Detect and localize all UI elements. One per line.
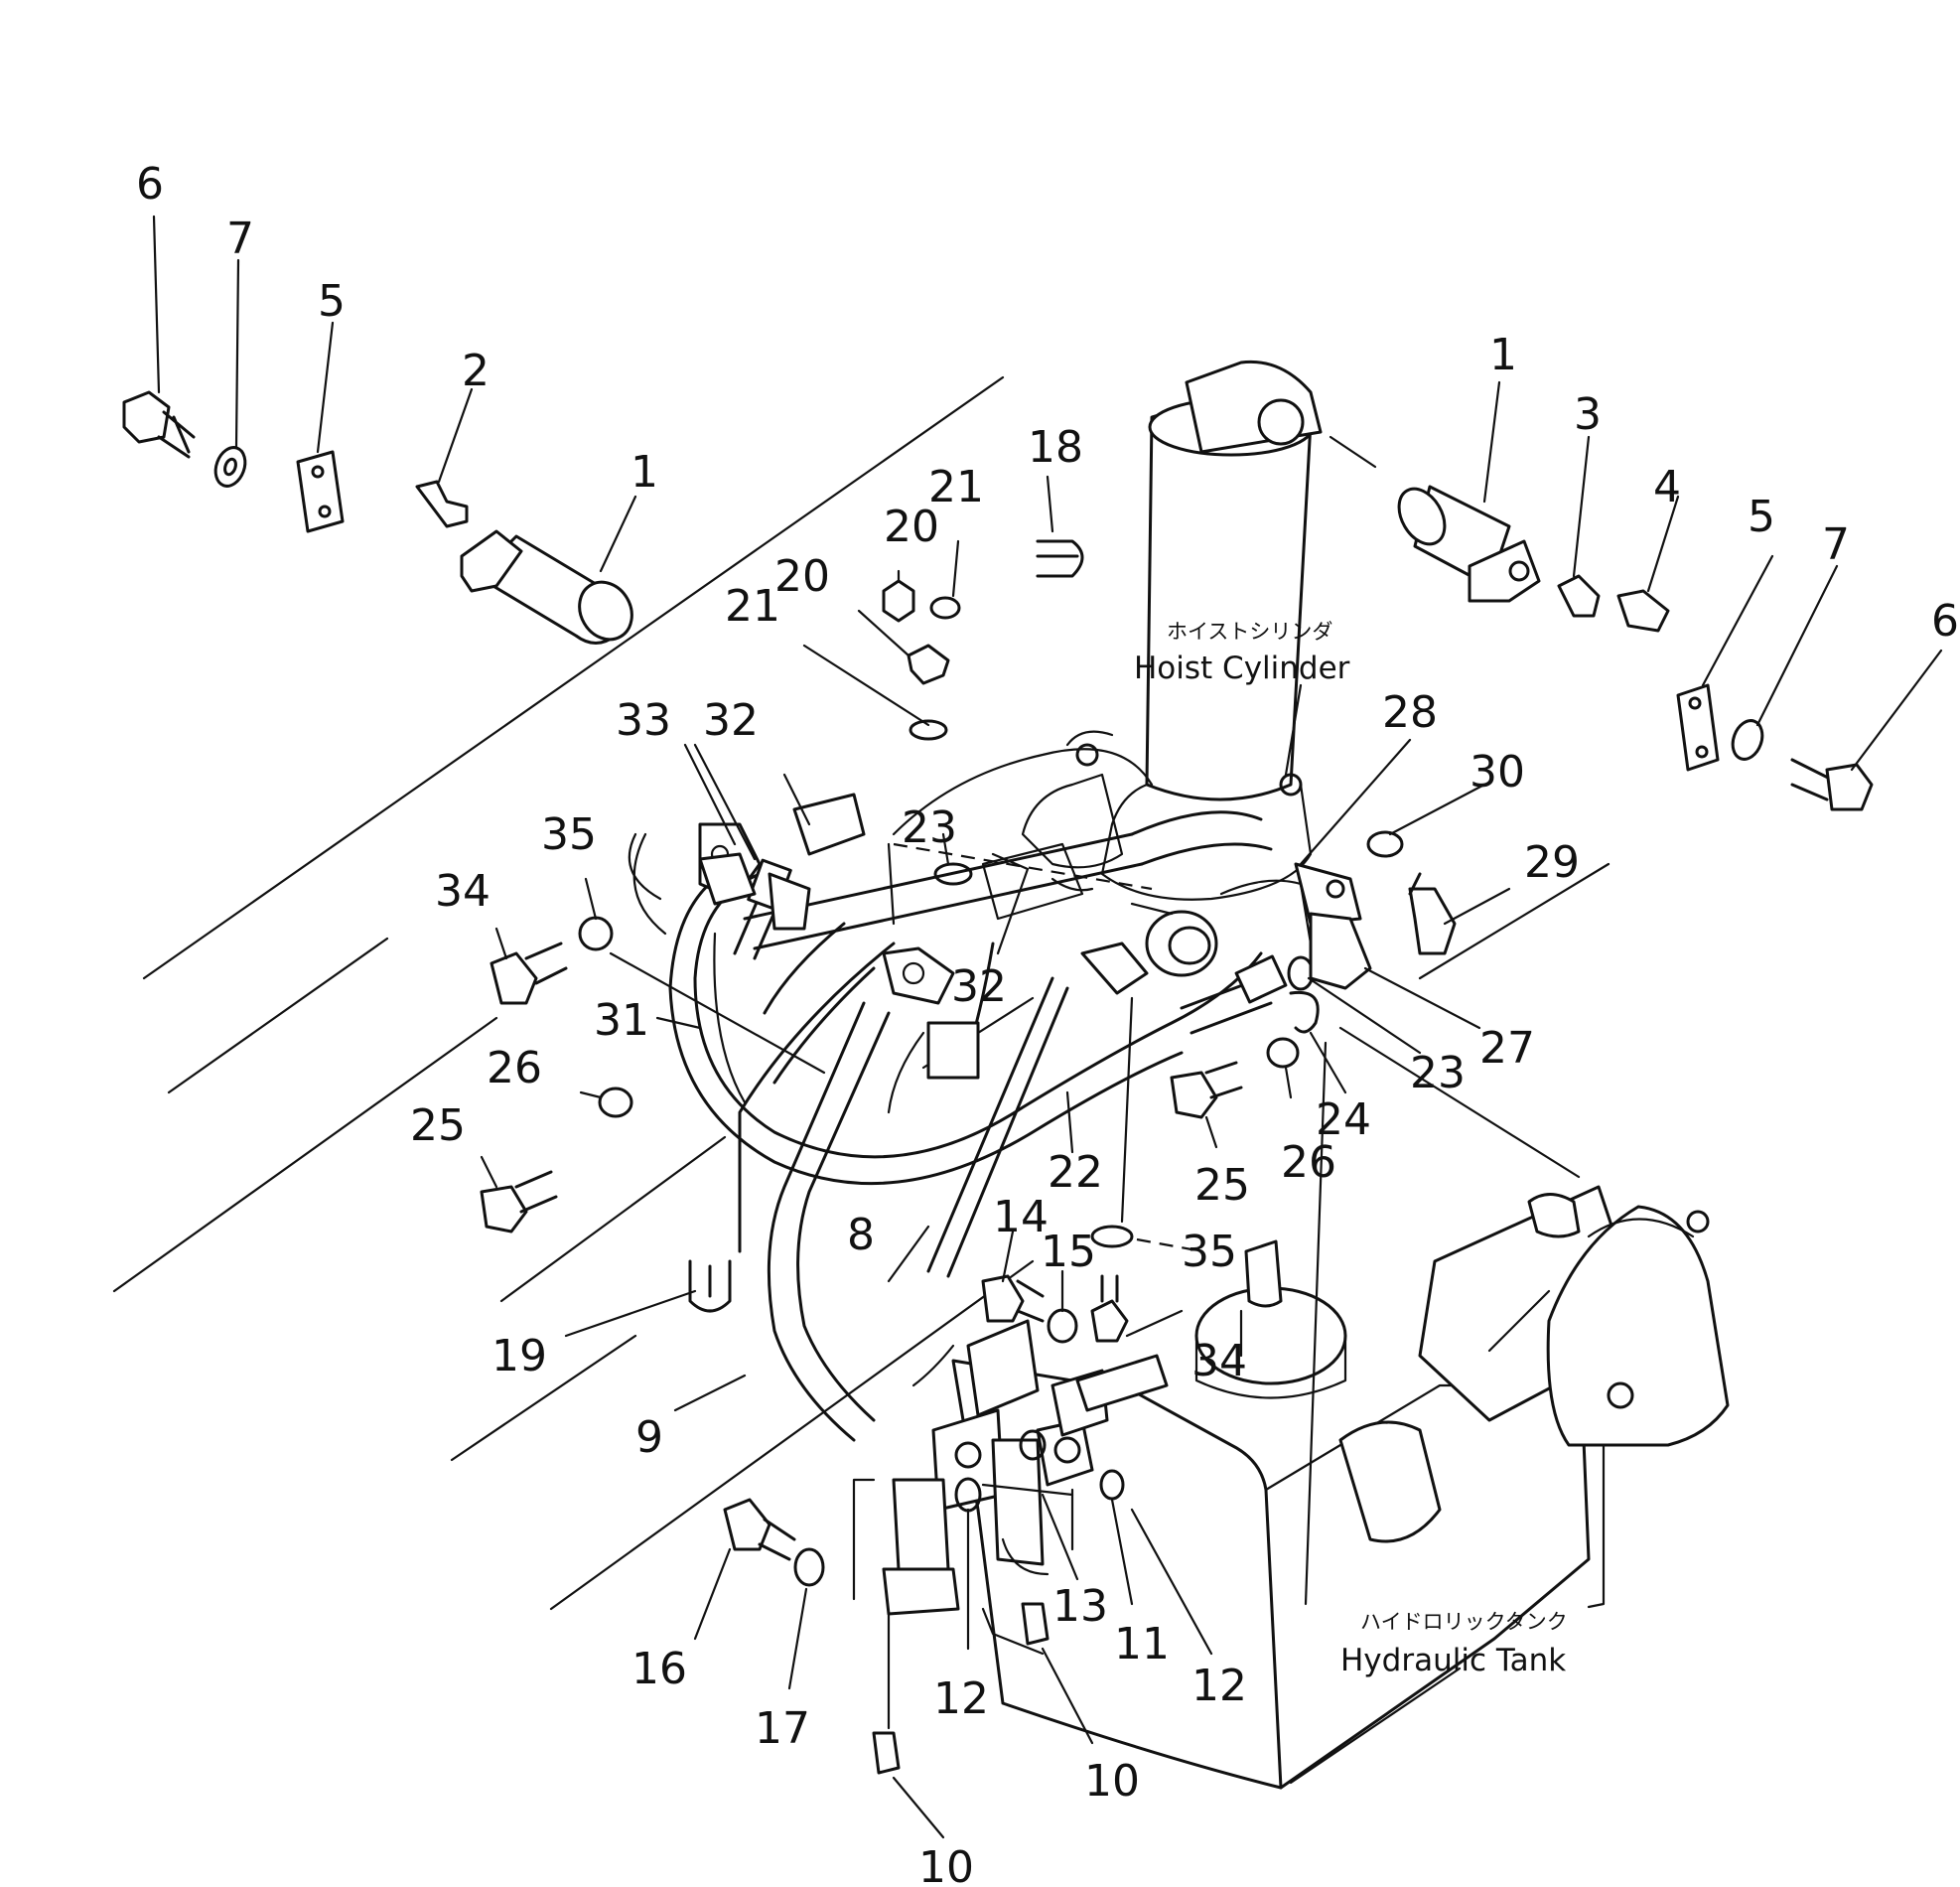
callout-26: 26 [487,1043,542,1093]
callout-34: 34 [435,866,490,917]
callout-1: 1 [630,447,658,498]
callout-26: 26 [1281,1137,1336,1188]
callout-11: 11 [1114,1619,1170,1669]
hydraulic-tank-label: ハイドロリックタンク Hydraulic Tank [1340,1610,1568,1678]
callout-21: 21 [928,462,984,512]
callout-25: 25 [410,1100,466,1151]
callout-12: 12 [933,1673,989,1724]
callout-7: 7 [226,214,254,264]
callout-3: 3 [1574,389,1602,440]
callout-35: 35 [541,809,597,860]
callout-20: 20 [774,551,830,602]
callout-20: 20 [884,502,939,552]
callout-25: 25 [1194,1160,1250,1211]
callout-14: 14 [993,1192,1049,1242]
lower-valve-block [852,1319,1169,1730]
flanges [698,793,1362,1080]
callout-31: 31 [594,995,649,1046]
callout-23: 23 [1410,1048,1466,1098]
hoist-cylinder [1065,360,1323,901]
callout-33: 33 [616,695,671,746]
callout-6: 6 [136,159,164,210]
callout-19: 19 [491,1331,547,1381]
callout-13: 13 [1052,1581,1108,1632]
callout-1: 1 [1489,330,1517,380]
callout-18: 18 [1028,422,1083,473]
callout-30: 30 [1470,747,1525,798]
callout-24: 24 [1316,1094,1371,1145]
callout-21: 21 [725,581,780,632]
leader-lines [152,215,1943,1839]
callout-10: 10 [918,1842,974,1887]
callout-27: 27 [1479,1023,1535,1074]
hoses [668,810,1288,1442]
callout-16: 16 [631,1644,687,1694]
callout-35: 35 [1182,1227,1237,1277]
callout-34: 34 [1191,1336,1247,1386]
callout-22: 22 [1048,1147,1103,1198]
callout-numbers: 6 7 5 2 1 18 21 20 20 21 33 32 35 34 23 … [136,159,1959,1887]
callout-17: 17 [755,1703,810,1754]
callout-2: 2 [462,346,490,396]
hydraulic-tank-label-jp: ハイドロリックタンク [1360,1610,1568,1634]
pins [460,485,1541,645]
callout-10: 10 [1084,1756,1140,1807]
hoist-cylinder-label-jp: ホイストシリンダ [1167,620,1332,644]
hoist-cylinder-label: ホイストシリンダ Hoist Cylinder [1134,620,1350,686]
callout-23: 23 [902,802,957,853]
callout-12: 12 [1191,1661,1247,1711]
callout-15: 15 [1041,1227,1096,1277]
hoist-cylinder-label-en: Hoist Cylinder [1134,651,1350,686]
frame-lines [112,375,1610,1611]
callout-6: 6 [1931,596,1959,647]
callout-28: 28 [1382,687,1438,738]
small-parts [122,390,1874,1775]
callout-5: 5 [1748,492,1775,542]
hydraulic-tank-label-en: Hydraulic Tank [1340,1643,1566,1678]
callout-29: 29 [1524,837,1580,888]
callout-32: 32 [951,961,1007,1012]
callout-5: 5 [318,276,346,327]
hydraulic-tank [951,1185,1730,1790]
callout-8: 8 [847,1210,875,1260]
callout-7: 7 [1822,519,1850,570]
callout-9: 9 [635,1412,663,1463]
callout-32: 32 [703,695,759,746]
callout-4: 4 [1653,462,1681,512]
